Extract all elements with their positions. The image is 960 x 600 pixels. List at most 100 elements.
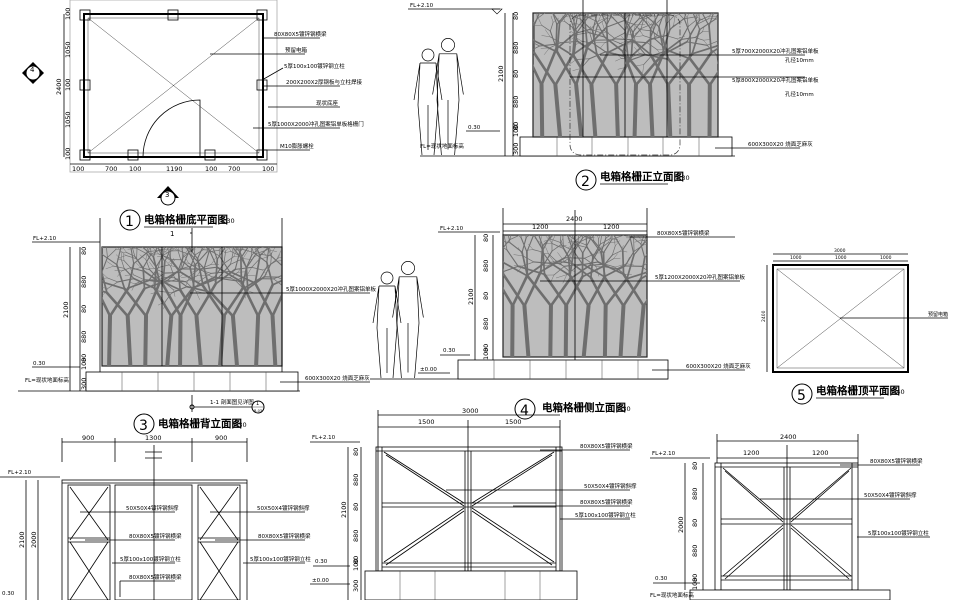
dim-label: 80 bbox=[482, 292, 490, 300]
tree-branch bbox=[643, 244, 647, 246]
tree-branch bbox=[614, 54, 633, 87]
tree-branch bbox=[117, 234, 124, 237]
tree-branch bbox=[611, 33, 625, 41]
tree-branch bbox=[494, 241, 500, 244]
tree-branch bbox=[68, 247, 74, 265]
view-scale: 1:30 bbox=[616, 405, 631, 413]
tree-branch bbox=[549, 30, 556, 45]
tree-branch bbox=[259, 266, 268, 280]
tree-branch bbox=[195, 282, 217, 318]
tree-branch bbox=[109, 236, 116, 240]
tree-branch bbox=[615, 13, 623, 18]
tree-branch bbox=[699, 2, 702, 9]
tree-branch bbox=[210, 257, 217, 265]
dim-label: 1500 bbox=[418, 418, 435, 426]
tree-branch bbox=[690, 267, 698, 268]
tree-branch bbox=[671, 10, 677, 12]
tree-branch bbox=[500, 11, 503, 18]
tree-branch bbox=[144, 237, 148, 242]
tree-branch bbox=[549, 42, 561, 49]
tree-branch bbox=[494, 42, 508, 43]
tree-branch bbox=[640, 243, 646, 259]
view-title: 电箱格栅侧立面图 bbox=[542, 401, 626, 414]
tree-branch bbox=[247, 240, 252, 245]
tree-branch bbox=[737, 0, 738, 3]
view1-frame-inner bbox=[87, 17, 260, 154]
tree-branch bbox=[144, 281, 162, 318]
tree-branch bbox=[207, 247, 210, 251]
tree-branch bbox=[270, 314, 278, 366]
tree-branch bbox=[584, 15, 597, 22]
tree-branch bbox=[284, 237, 290, 242]
tree-branch bbox=[683, 266, 699, 267]
tree-branch bbox=[635, 24, 646, 26]
tree-branch bbox=[540, 47, 558, 87]
tree-branch bbox=[684, 19, 691, 35]
tree-branch bbox=[149, 261, 155, 269]
tree-branch bbox=[543, 0, 551, 8]
callout-label: 5厚100x100镀锌钢立柱 bbox=[575, 511, 636, 519]
tree-branch bbox=[467, 251, 471, 258]
tree-branch bbox=[239, 247, 242, 257]
callout-label: 80X80X5镀锌钢横梁 bbox=[274, 30, 327, 38]
tree-branch bbox=[181, 251, 190, 270]
tree-branch bbox=[133, 277, 156, 290]
view5-frame-inner bbox=[776, 268, 905, 369]
tree-branch bbox=[194, 240, 196, 246]
tree-branch bbox=[659, 252, 670, 258]
tree-branch bbox=[610, 13, 613, 18]
tree-branch bbox=[662, 23, 667, 40]
tree-branch bbox=[291, 241, 297, 244]
tree-branch bbox=[478, 36, 485, 37]
tree-branch bbox=[628, 24, 634, 41]
tree-branch bbox=[208, 249, 218, 268]
detail-number: 1 bbox=[256, 401, 259, 407]
tree-branch bbox=[240, 280, 260, 318]
tree-branch bbox=[106, 222, 111, 230]
tree-branch bbox=[166, 247, 168, 248]
tree-branch bbox=[150, 230, 152, 238]
tree-branch bbox=[221, 225, 226, 231]
tree-branch bbox=[501, 28, 509, 42]
tree-branch bbox=[268, 240, 270, 246]
tree-branch bbox=[568, 225, 575, 230]
tree-branch bbox=[482, 48, 490, 49]
tree-branch bbox=[82, 291, 84, 297]
tree-branch bbox=[515, 0, 518, 1]
tree-branch bbox=[185, 234, 190, 242]
tree-branch bbox=[566, 0, 569, 1]
tree-branch bbox=[205, 234, 214, 242]
tree-branch bbox=[765, 22, 770, 30]
tree-branch bbox=[496, 41, 504, 43]
section-marker-4: 4 bbox=[22, 62, 44, 84]
tree-branch bbox=[626, 254, 635, 280]
tree-branch bbox=[471, 258, 482, 264]
tree-branch bbox=[193, 276, 216, 289]
tree-branch bbox=[724, 0, 729, 2]
tree-branch bbox=[640, 274, 647, 280]
tree-branch bbox=[559, 238, 563, 246]
tree-branch bbox=[90, 248, 92, 260]
tree-branch bbox=[672, 284, 675, 290]
tree-branch bbox=[266, 235, 269, 245]
tree-branch bbox=[670, 252, 679, 253]
tree-branch bbox=[173, 277, 188, 288]
tree-branch bbox=[576, 224, 579, 231]
view1-border bbox=[69, 0, 278, 173]
tree-branch bbox=[548, 254, 554, 262]
dim-label: 1200 bbox=[603, 223, 620, 231]
tree-branch bbox=[542, 235, 552, 251]
tree-branch bbox=[585, 0, 588, 4]
tree-branch bbox=[633, 237, 642, 245]
tree-branch bbox=[555, 219, 559, 233]
tree-branch bbox=[683, 16, 697, 20]
tree-branch bbox=[451, 249, 462, 256]
tree-branch bbox=[661, 244, 666, 245]
tree-branch bbox=[574, 1, 578, 7]
dim-label: 880 bbox=[352, 474, 360, 486]
tree-branch bbox=[490, 221, 494, 231]
tree-branch bbox=[555, 50, 578, 87]
tree-branch bbox=[507, 224, 510, 232]
tree-branch bbox=[630, 2, 640, 11]
tree-branch bbox=[133, 267, 142, 270]
